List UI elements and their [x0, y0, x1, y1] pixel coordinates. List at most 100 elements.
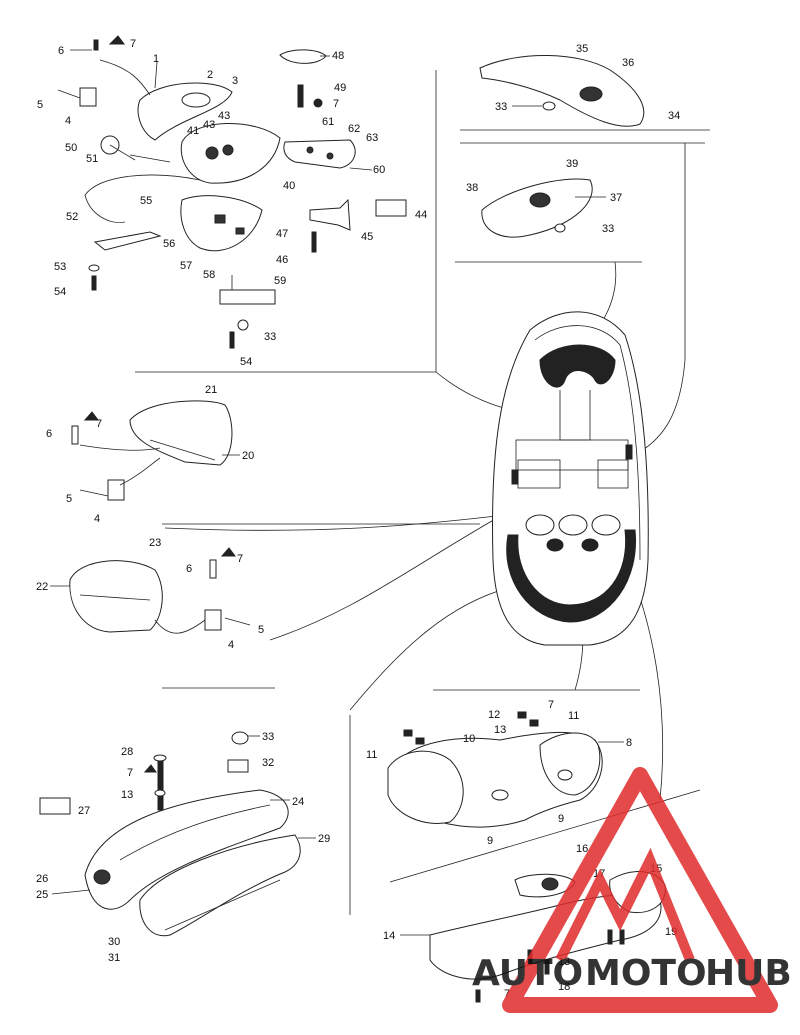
callout-40: 40	[283, 180, 295, 192]
callout-9a: 9	[487, 835, 493, 847]
latch-48	[279, 49, 327, 64]
callout-27: 27	[78, 805, 90, 817]
callout-7a: 7	[130, 38, 136, 50]
watermark-text-moto: MOTO	[585, 953, 707, 994]
callout-11a: 11	[568, 710, 579, 722]
rear-grab-strap	[506, 529, 637, 623]
callout-33a: 33	[264, 331, 276, 343]
cushion-38	[481, 178, 593, 238]
callout-41: 41	[187, 125, 199, 137]
pad-23	[69, 560, 163, 633]
callout-33c: 33	[602, 223, 614, 235]
callout-39: 39	[566, 158, 578, 170]
callout-33d: 33	[262, 731, 274, 743]
callout-57: 57	[180, 260, 192, 272]
callout-61: 61	[322, 116, 334, 128]
callout-22: 22	[36, 581, 48, 593]
callout-3: 3	[232, 75, 238, 87]
callout-52: 52	[66, 211, 78, 223]
callout-6b: 6	[46, 428, 52, 440]
backrest-24	[84, 789, 289, 910]
callout-14: 14	[383, 930, 395, 942]
emblem-16	[541, 877, 559, 891]
callout-labels: 6 7 1 2 3 5 4 41 43 43 50 51 40 48 49 7 …	[36, 38, 680, 1000]
callout-4c: 4	[228, 639, 234, 651]
callout-59: 59	[274, 275, 286, 287]
callout-23: 23	[149, 537, 161, 549]
callout-21: 21	[205, 384, 217, 396]
callout-11b: 11	[366, 749, 377, 761]
callout-18: 18	[558, 981, 570, 993]
callout-7e: 7	[127, 767, 133, 779]
callout-4b: 4	[94, 513, 100, 525]
callout-7d: 7	[237, 553, 243, 565]
bracket-52	[93, 231, 162, 251]
front-pad-assembly	[57, 35, 407, 349]
callout-20: 20	[242, 450, 254, 462]
seat-cushion-8-assembly	[387, 711, 603, 828]
callout-56: 56	[163, 238, 175, 250]
callout-25: 25	[36, 889, 48, 901]
hinge-45	[309, 198, 351, 231]
callout-5b: 5	[66, 493, 72, 505]
callout-63: 63	[366, 132, 378, 144]
callout-34: 34	[668, 110, 680, 122]
emblem-3	[181, 92, 211, 108]
callout-16: 16	[576, 843, 588, 855]
assembly-leader-lines	[164, 143, 686, 801]
callout-54a: 54	[54, 286, 66, 298]
callout-8: 8	[626, 737, 632, 749]
callout-13b: 13	[494, 724, 506, 736]
front-handle-grip	[539, 344, 616, 388]
callout-54b: 54	[240, 356, 252, 368]
callout-43a: 43	[203, 119, 215, 131]
callout-9b: 9	[558, 813, 564, 825]
callout-24: 24	[292, 796, 304, 808]
callout-35: 35	[576, 43, 588, 55]
callout-36: 36	[622, 57, 634, 69]
callout-49: 49	[334, 82, 346, 94]
emblem-39	[529, 192, 551, 208]
bracket-59	[219, 289, 276, 305]
callout-4a: 4	[65, 115, 71, 127]
label-27	[39, 797, 71, 815]
callout-38: 38	[466, 182, 478, 194]
callout-46: 46	[276, 254, 288, 266]
callout-26: 26	[36, 873, 48, 885]
callout-28: 28	[121, 746, 133, 758]
callout-6a: 6	[58, 45, 64, 57]
callout-5a: 5	[37, 99, 43, 111]
callout-10: 10	[463, 733, 475, 745]
callout-62: 62	[348, 123, 360, 135]
callout-55: 55	[140, 195, 152, 207]
callout-58: 58	[203, 269, 215, 281]
callout-30: 30	[108, 936, 120, 948]
side-pad-60	[283, 139, 356, 169]
emblem-36	[579, 86, 603, 102]
cushion-35	[479, 55, 645, 127]
callout-47: 47	[276, 228, 288, 240]
callout-29: 29	[318, 833, 330, 845]
callout-48: 48	[332, 50, 344, 62]
callout-32: 32	[262, 757, 274, 769]
callout-44: 44	[415, 209, 427, 221]
callout-13a: 13	[121, 789, 133, 801]
watermark-text-hub: HUB	[705, 953, 792, 994]
callout-31: 31	[108, 952, 120, 964]
label-44	[375, 199, 407, 217]
callout-51: 51	[86, 153, 98, 165]
callout-7f: 7	[548, 699, 554, 711]
callout-2: 2	[207, 69, 213, 81]
watermark-text-auto: AUTO	[472, 953, 583, 994]
pad-21	[129, 400, 233, 466]
callout-45: 45	[361, 231, 373, 243]
seat-pad-20-assembly	[71, 400, 233, 501]
backrest-24-assembly	[39, 731, 301, 937]
callout-50: 50	[65, 142, 77, 154]
callout-60: 60	[373, 164, 385, 176]
callout-43b: 43	[218, 110, 230, 122]
callout-33b: 33	[495, 101, 507, 113]
callout-12: 12	[488, 709, 500, 721]
callout-7b: 7	[333, 98, 339, 110]
